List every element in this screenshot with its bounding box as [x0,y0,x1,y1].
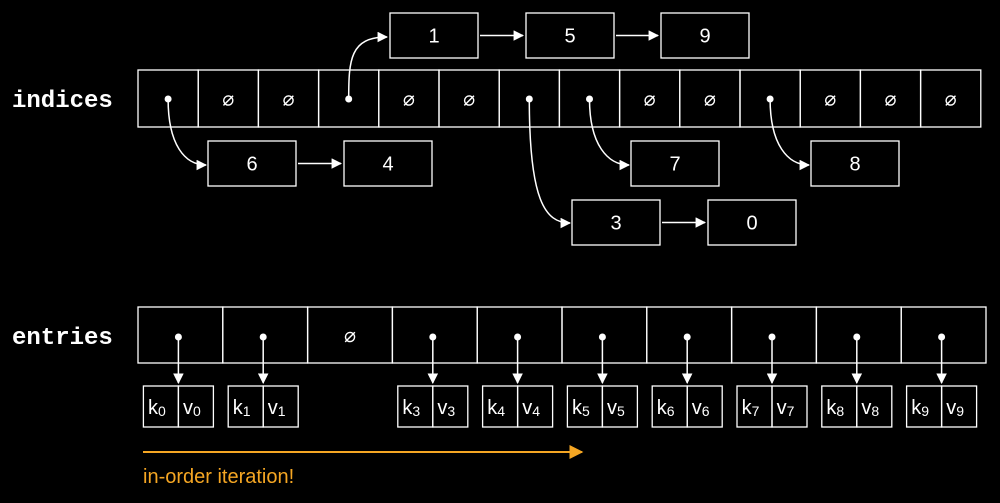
key-value-pair: k6 v6 [651,385,723,428]
chain-node: 8 [810,140,900,187]
key-value-pair: k4 v4 [481,385,554,428]
key-label: k6 [657,397,675,419]
pointer-arrow [347,31,389,100]
indices-cell: ⌀ [257,69,320,128]
value-label: v0 [183,397,201,419]
chain-node: 4 [343,140,433,187]
chain-node: 5 [525,12,615,59]
chain-node-label: 3 [610,213,621,235]
empty-slot-symbol: ⌀ [222,89,234,111]
chain-node: 9 [660,12,750,59]
chain-node-label: 9 [699,26,710,48]
chain-node: 7 [630,140,720,187]
empty-slot-symbol: ⌀ [644,89,656,111]
chain-node-label: 1 [428,26,439,48]
entries-label: entries [12,325,113,352]
pointer-arrow [167,98,208,171]
value-label: v4 [522,397,540,419]
value-label: v7 [777,397,795,419]
chain-node: 1 [389,12,479,59]
chain-node-label: 4 [382,154,393,176]
key-value-pair: k5 v5 [566,385,639,428]
key-value-pair: k0 v0 [142,385,215,428]
empty-slot-symbol: ⌀ [344,325,356,347]
value-label: v5 [607,397,625,419]
key-label: k0 [148,397,166,419]
indices-cell: ⌀ [679,69,741,128]
indices-cell: ⌀ [618,69,681,128]
key-value-pair: k9 v9 [905,385,978,428]
key-label: k8 [826,397,844,419]
chain-node-label: 6 [246,154,257,176]
key-value-pair: k8 v8 [821,385,893,428]
value-label: v1 [268,397,286,419]
key-value-pair: k7 v7 [736,385,808,428]
iteration-label: in-order iteration! [143,466,294,488]
entries-cell: ⌀ [306,306,394,364]
key-label: k3 [402,397,420,419]
indices-array: ⌀ ⌀ ⌀ ⌀ ⌀ ⌀ ⌀ ⌀ ⌀ [137,69,982,128]
key-label: k5 [572,397,590,419]
chain-node-label: 7 [669,154,680,176]
key-value-pairs: k0 v0 k1 v1 k3 v3 k4 v4 k5 v5 k6 v6 k7 v7 k8 v8 k9 v9 [142,333,978,428]
chain-node: 0 [707,199,797,246]
chain-node: 6 [207,140,297,187]
empty-slot-symbol: ⌀ [403,89,415,111]
indices-cell: ⌀ [197,69,260,128]
empty-slot-symbol: ⌀ [824,89,836,111]
key-value-pair: k3 v3 [397,385,469,428]
key-label: k7 [742,397,760,419]
empty-slot-symbol: ⌀ [463,89,475,111]
empty-slot-symbol: ⌀ [282,89,294,111]
indices-cell: ⌀ [919,69,982,128]
entries-cell [900,306,987,364]
key-label: k1 [233,397,251,419]
indices-label: indices [12,88,113,115]
value-label: v3 [437,397,455,419]
chain-node-label: 0 [746,213,757,235]
chain-node: 3 [571,199,661,246]
collision-chains: 1 5 9 6 4 3 0 7 8 [164,12,900,246]
indices-cell: ⌀ [799,69,862,128]
indices-cell: ⌀ [378,69,440,128]
key-label: k4 [487,397,505,419]
empty-slot-symbol: ⌀ [884,89,896,111]
chain-node-label: 8 [849,154,860,176]
value-label: v9 [946,397,964,419]
empty-slot-symbol: ⌀ [704,89,716,111]
value-label: v6 [692,397,710,419]
entries-array: ⌀ [137,306,987,364]
key-value-pair: k1 v1 [227,385,299,428]
value-label: v8 [861,397,879,419]
pointer-arrow [769,98,811,171]
indices-cell: ⌀ [438,69,500,128]
chain-node-label: 5 [564,26,575,48]
empty-slot-symbol: ⌀ [945,89,957,111]
pointer-arrow [588,98,631,171]
indices-cell: ⌀ [859,69,922,128]
key-label: k9 [911,397,929,419]
pointer-arrow [528,98,572,229]
